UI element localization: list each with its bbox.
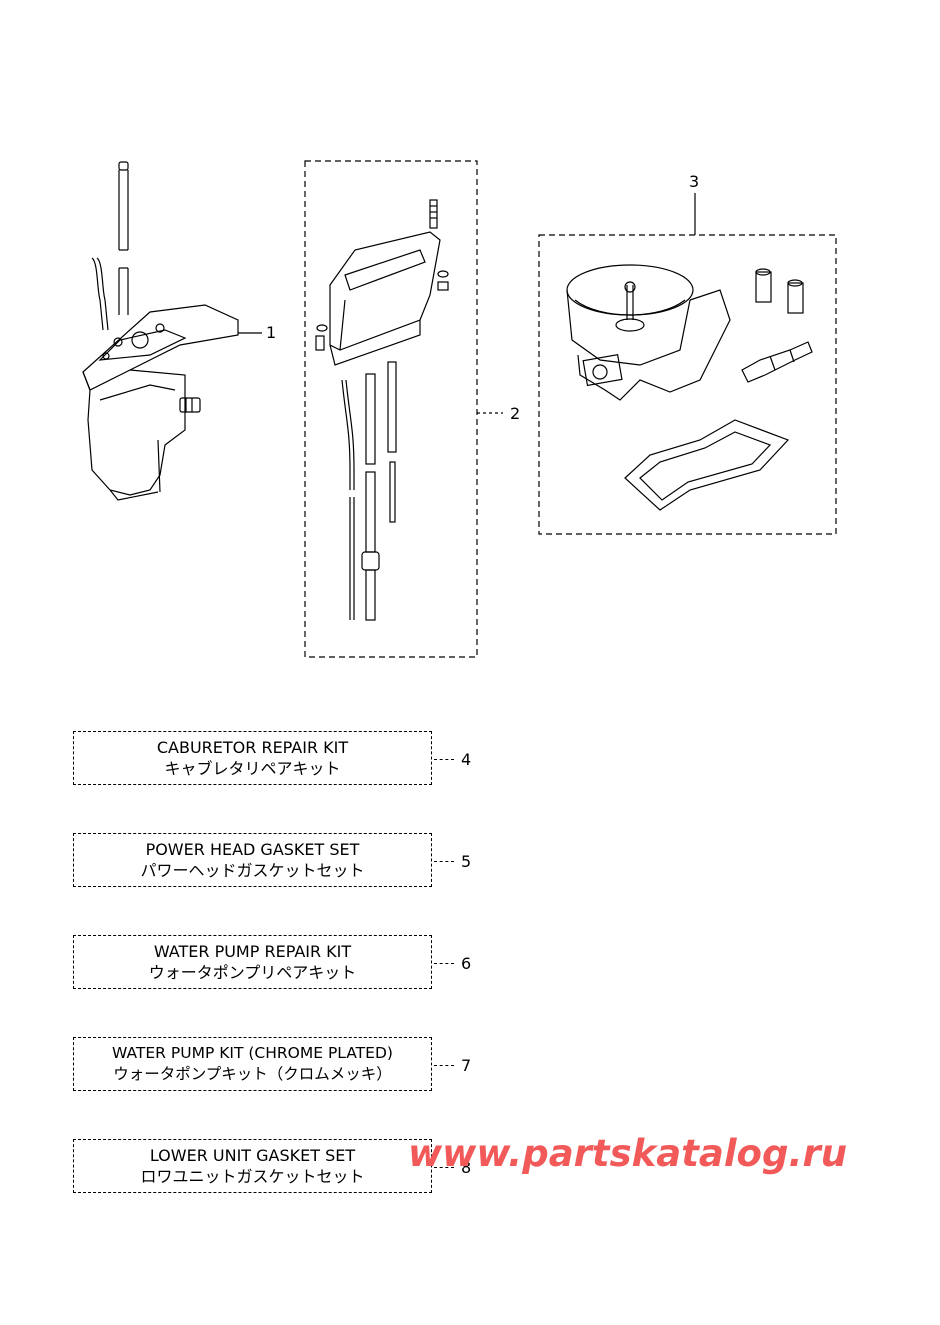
kit-name-en: LOWER UNIT GASKET SET [149,1146,356,1165]
kit-leader [434,1065,454,1066]
callout-3: 3 [689,172,699,191]
watermark-link[interactable]: www.partskatalog.ru [408,1132,848,1175]
kit-number: 7 [461,1056,472,1075]
lower-unit-illustration [82,161,262,501]
kit-leader [434,861,454,862]
kit-name-jp: ウォータポンプキット（クロムメッキ） [113,1065,392,1083]
kit-box: CABURETOR REPAIR KIT キャブレタリペアキット [73,731,432,785]
kit-number: 5 [461,852,472,871]
kit-box: LOWER UNIT GASKET SET ロワユニットガスケットセット [73,1139,432,1193]
kit-box: POWER HEAD GASKET SET パワーヘッドガスケットセット [73,833,432,887]
driveshaft-kit-illustration [304,160,503,658]
kit-box: WATER PUMP REPAIR KIT ウォータポンプリペアキット [73,935,432,989]
kit-box: WATER PUMP KIT (CHROME PLATED) ウォータポンプキッ… [73,1037,432,1091]
kit-leader [434,1167,454,1168]
kit-name-en: POWER HEAD GASKET SET [145,840,360,859]
kit-name-en: WATER PUMP REPAIR KIT [153,942,352,961]
callout-1: 1 [266,323,276,342]
kit-leader [434,963,454,964]
kit-number: 6 [461,954,472,973]
kit-name-en: CABURETOR REPAIR KIT [156,738,349,757]
callout-2: 2 [510,404,520,423]
kit-name-jp: ロワユニットガスケットセット [140,1167,365,1186]
kit-name-jp: キャブレタリペアキット [164,759,341,778]
kit-name-jp: パワーヘッドガスケットセット [140,861,365,880]
kit-leader [434,759,454,760]
kit-number: 4 [461,750,472,769]
kit-name-en: WATER PUMP KIT (CHROME PLATED) [112,1044,393,1062]
kit-number: 8 [461,1158,472,1177]
powerhead-kit-illustration [538,193,837,535]
kit-name-jp: ウォータポンプリペアキット [148,963,357,982]
